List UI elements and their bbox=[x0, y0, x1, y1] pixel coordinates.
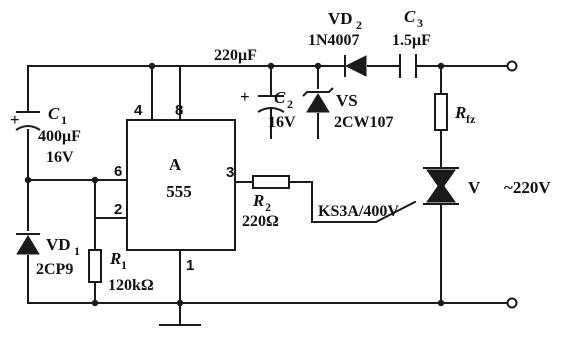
c3-capacitor bbox=[399, 54, 417, 78]
r2-resistor bbox=[252, 175, 290, 189]
vd1-subscript: 1 bbox=[74, 244, 80, 258]
junction-dot bbox=[267, 62, 275, 70]
supply-label: ~220V bbox=[504, 178, 551, 197]
c2-name: C bbox=[274, 88, 286, 107]
vd1-model: 2CP9 bbox=[36, 261, 73, 278]
c2-capacitor: + bbox=[240, 87, 285, 113]
c2-subscript: 2 bbox=[287, 97, 293, 111]
ic-name: A bbox=[169, 155, 182, 174]
ic-pin-8: 8 bbox=[175, 102, 183, 119]
c1-polarity: + bbox=[10, 110, 20, 129]
r1-value: 120kΩ bbox=[108, 277, 154, 294]
ic-pin-3: 3 bbox=[226, 164, 234, 181]
rfz-name: R bbox=[454, 103, 466, 122]
junction-dot bbox=[91, 299, 99, 307]
junction-dot bbox=[148, 62, 156, 70]
ic-555-body bbox=[126, 119, 236, 251]
ic-type: 555 bbox=[166, 182, 192, 201]
c2-polarity: + bbox=[240, 87, 250, 106]
ic-pin-6: 6 bbox=[114, 163, 122, 180]
vd1-diode bbox=[16, 233, 40, 255]
vd2-subscript: 2 bbox=[356, 18, 362, 32]
rfz-resistor bbox=[434, 93, 448, 131]
c1-subscript: 1 bbox=[61, 113, 67, 127]
pin3-wire bbox=[234, 181, 417, 223]
r2-name: R bbox=[252, 191, 264, 210]
triac-model: KS3A/400V bbox=[318, 203, 399, 220]
ic-pin-2: 2 bbox=[114, 201, 122, 218]
c1-name: C bbox=[48, 104, 60, 123]
junction-dot bbox=[91, 176, 99, 184]
rfz-subscript: fz bbox=[466, 112, 476, 126]
triac-symbol bbox=[423, 167, 459, 205]
c1-capacitor: + bbox=[10, 110, 41, 131]
output-terminal-top bbox=[506, 60, 518, 72]
vs-zener-diode bbox=[302, 87, 334, 113]
r1-subscript: 1 bbox=[121, 258, 127, 272]
c2-value: 220μF bbox=[214, 47, 257, 64]
vs-model: 2CW107 bbox=[334, 114, 394, 131]
output-terminal-bottom bbox=[506, 297, 518, 309]
junction-dot bbox=[24, 176, 32, 184]
junction-dot bbox=[437, 62, 445, 70]
junction-dot bbox=[437, 299, 445, 307]
r1-name: R bbox=[109, 249, 121, 268]
c3-subscript: 3 bbox=[417, 16, 423, 30]
ic-pin-1: 1 bbox=[186, 257, 194, 274]
ic-pin-4: 4 bbox=[134, 102, 143, 119]
junction-dot bbox=[314, 62, 322, 70]
wires bbox=[27, 65, 511, 326]
c1-voltage: 16V bbox=[46, 149, 74, 166]
vs-name: VS bbox=[336, 91, 358, 110]
c3-value: 1.5μF bbox=[392, 32, 431, 49]
junctions bbox=[24, 62, 445, 307]
r1-resistor bbox=[88, 249, 102, 283]
c3-name: C bbox=[404, 7, 416, 26]
c1-value: 400μF bbox=[38, 128, 81, 145]
c2-voltage: 16V bbox=[268, 114, 296, 131]
junction-dot bbox=[176, 299, 184, 307]
vd2-name: VD bbox=[328, 9, 353, 28]
vd2-diode bbox=[344, 55, 367, 77]
vd2-model: 1N4007 bbox=[308, 32, 360, 49]
r2-value: 220Ω bbox=[242, 213, 279, 230]
vd1-name: VD bbox=[46, 235, 71, 254]
r2-subscript: 2 bbox=[265, 200, 271, 214]
triac-name: V bbox=[468, 178, 481, 197]
